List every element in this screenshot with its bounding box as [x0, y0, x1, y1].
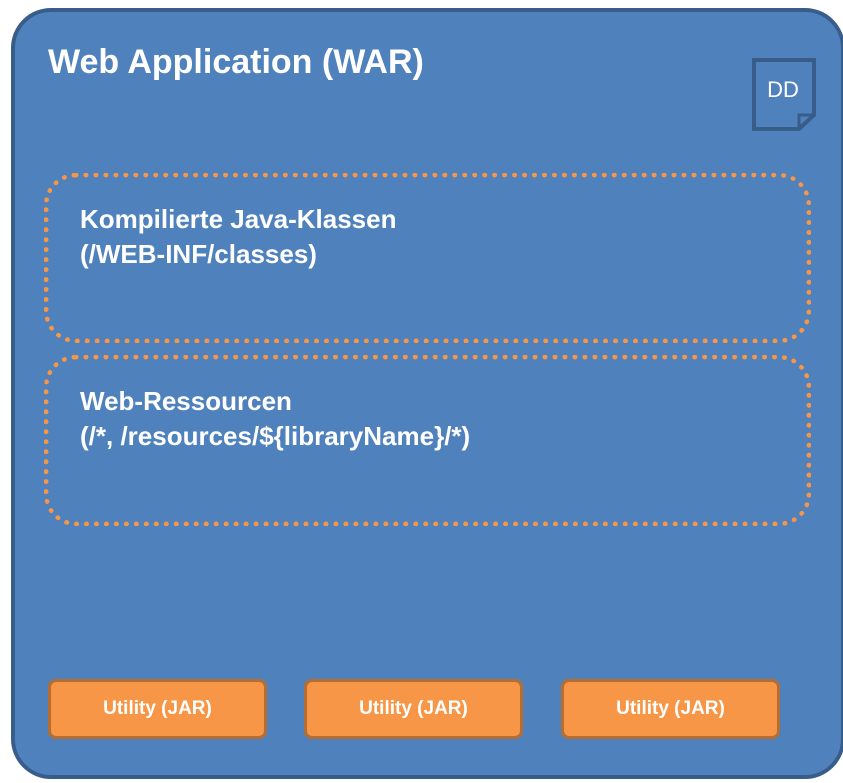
compiled-classes-title: Kompilierte Java-Klassen — [80, 204, 397, 234]
compiled-classes-path: (/WEB-INF/classes) — [80, 239, 317, 269]
compiled-classes-text: Kompilierte Java-Klassen (/WEB-INF/class… — [80, 202, 396, 272]
utility-jar-3: Utility (JAR) — [561, 679, 780, 739]
compiled-classes-group: Kompilierte Java-Klassen (/WEB-INF/class… — [44, 173, 811, 343]
utility-jar-1: Utility (JAR) — [48, 679, 267, 739]
war-title: Web Application (WAR) — [48, 43, 424, 81]
utility-jar-2: Utility (JAR) — [304, 679, 523, 739]
war-container — [11, 8, 843, 779]
web-resources-path: (/*, /resources/${libraryName}/*) — [80, 421, 471, 451]
web-resources-text: Web-Ressourcen (/*, /resources/${library… — [80, 384, 470, 454]
deployment-descriptor-icon — [752, 58, 816, 131]
web-resources-title: Web-Ressourcen — [80, 386, 292, 416]
web-resources-group: Web-Ressourcen (/*, /resources/${library… — [44, 355, 811, 526]
